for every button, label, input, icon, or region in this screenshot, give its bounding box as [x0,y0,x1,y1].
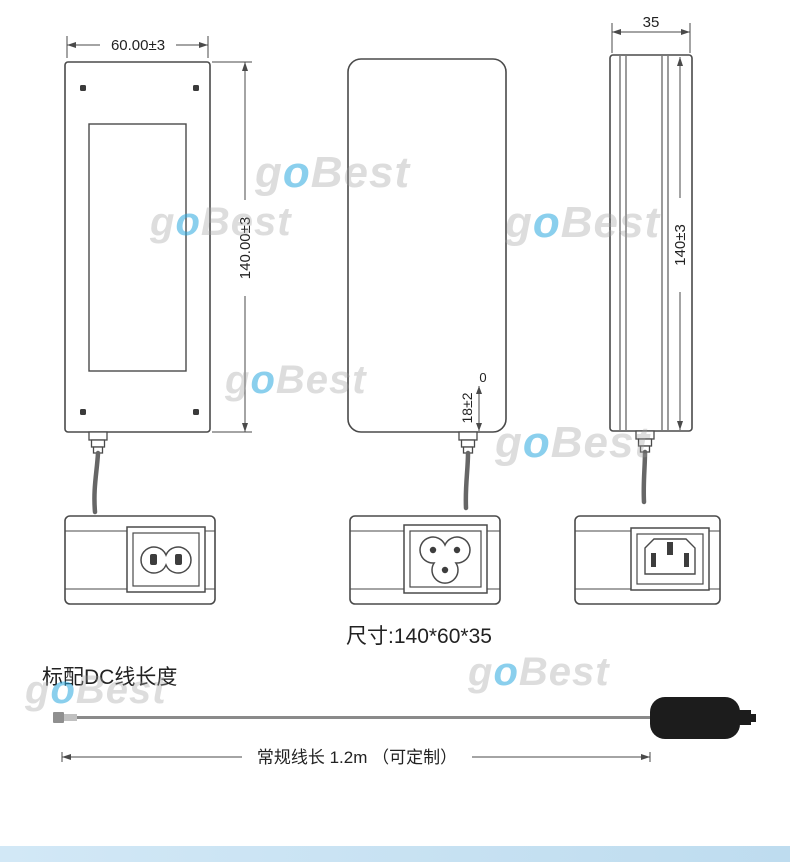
bottom-accent-bar [0,846,790,862]
side-cable [635,430,655,505]
cable-length-dimension [61,752,651,762]
pin-blade [667,542,673,555]
pin-blade [651,553,656,567]
c14-inlet-icon [644,538,696,575]
middle-body-outline [347,58,507,433]
middle-view: 0 18±2 [347,58,507,511]
side-width-dimension [611,23,691,53]
screw-icon [80,85,86,91]
pin-slot [453,546,461,554]
pin-slot [429,546,437,554]
dc-plug-tip [751,714,756,722]
front-height-dim-label: 140.00±3 [237,217,254,279]
front-width-dim-label: 60.00±3 [111,37,165,54]
front-label-area [88,123,187,372]
dc-plug-barrel [739,710,751,725]
dc-cable-drawing: 常规线长 1.2m （可定制） [53,697,756,767]
front-body-outline [64,61,211,433]
middle-cable-cord [463,450,471,511]
inlet-view-c6 [349,515,501,605]
pin-slot [175,554,182,565]
cable-exit-dimension [476,386,482,431]
screw-icon [80,409,86,415]
cable-left-terminal [53,712,64,723]
screw-icon [193,85,199,91]
size-caption: 尺寸:140*60*35 [346,625,492,648]
zero-datum-label: 0 [479,370,486,385]
pin-slot [150,554,157,565]
front-cable [88,431,108,515]
dc-section-title: 标配DC线长度 [42,666,177,689]
cable-left-terminal-tip [64,714,77,721]
cable-length-label: 常规线长 1.2m （可定制） [257,748,457,767]
inlet-view-c8 [64,515,216,605]
front-height-dimension [212,61,252,433]
dc-plug-body [650,697,740,739]
side-height-dim-label: 140±3 [672,224,689,266]
middle-cable [458,431,478,511]
pin-slot [441,566,449,574]
front-width-dimension [66,36,209,58]
cable-exit-dim-label: 18±2 [459,392,475,423]
side-cable-cord [641,449,648,505]
front-cable-cord [92,450,101,515]
pin-blade [684,553,689,567]
side-view: 35 140±3 [609,14,693,505]
inlet-view-c14 [574,515,721,605]
screw-icon [193,409,199,415]
figure8-inlet-icon [140,546,192,574]
front-view: 60.00±3 140.00±3 [64,36,254,515]
side-width-dim-label: 35 [643,14,660,31]
side-height-dimension [677,57,683,430]
